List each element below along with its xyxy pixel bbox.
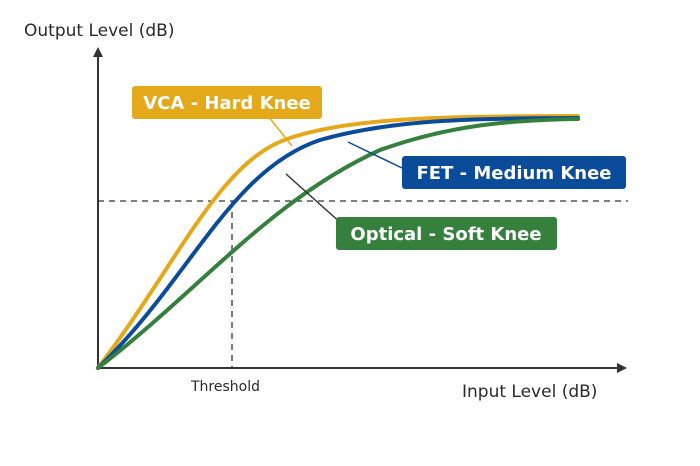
vca-leader-line — [267, 115, 293, 147]
fet-leader-line — [347, 141, 403, 169]
vca-label-text: VCA - Hard Knee — [143, 93, 311, 114]
x-axis-title: Input Level (dB) — [462, 382, 597, 402]
threshold-label: Threshold — [190, 379, 260, 395]
optical-leader-line — [285, 173, 343, 225]
vca-curve — [96, 114, 580, 370]
vca-label: VCA - Hard Knee — [132, 86, 322, 119]
optical-curve — [96, 117, 580, 370]
fet-label: FET - Medium Knee — [402, 156, 626, 189]
optical-label-text: Optical - Soft Knee — [350, 224, 541, 245]
optical-label-box — [336, 217, 557, 250]
fet-label-box — [402, 156, 626, 189]
fet-label-text: FET - Medium Knee — [416, 163, 611, 184]
vca-label-box — [132, 86, 322, 119]
optical-label: Optical - Soft Knee — [336, 217, 557, 250]
fet-curve — [96, 116, 580, 370]
y-axis-title: Output Level (dB) — [24, 21, 174, 41]
